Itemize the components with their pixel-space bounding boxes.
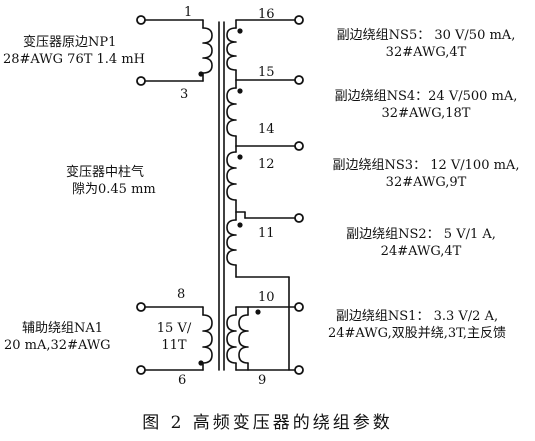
ns2-line2: 24#AWG,4T	[380, 244, 462, 259]
pin-number-12: 12	[258, 157, 275, 172]
terminal-pin-10	[294, 302, 304, 312]
pin-number-9: 9	[258, 373, 266, 388]
ns4-winding	[226, 79, 237, 147]
terminal-pin-8	[136, 302, 146, 312]
ns5-winding	[226, 19, 298, 81]
ns5-line2: 32#AWG,4T	[385, 45, 467, 60]
terminal-pin-1	[136, 15, 146, 25]
pin-number-14: 14	[258, 122, 275, 137]
pin-number-3: 3	[180, 87, 188, 102]
pin-number-8: 8	[177, 287, 185, 302]
ns2-label: 副边绕组NS2： 5 V/1 A, 24#AWG,4T	[326, 226, 516, 260]
auxiliary-spec-line1: 15 V/	[156, 321, 192, 336]
terminal-pin-16	[294, 15, 304, 25]
terminal-pin-3	[136, 76, 146, 86]
pin-number-11: 11	[258, 226, 275, 241]
air-gap-label: 变压器中柱气 隙为0.45 mm	[66, 164, 156, 198]
polarity-dot-ns5	[237, 28, 243, 34]
ns1-line1: 副边绕组NS1： 3.3 V/2 A,	[335, 309, 499, 324]
primary-label-line1: 变压器原边NP1	[23, 35, 117, 50]
pin-number-10: 10	[258, 290, 275, 305]
ns3-line1: 副边绕组NS3： 12 V/100 mA,	[332, 158, 520, 173]
terminal-pin-14	[294, 141, 304, 151]
ns1-winding	[226, 306, 298, 371]
ns1-label: 副边绕组NS1： 3.3 V/2 A, 24#AWG,双股并绕,3T,主反馈	[304, 308, 530, 342]
pin-number-15: 15	[258, 65, 275, 80]
ns2-line1: 副边绕组NS2： 5 V/1 A,	[346, 227, 496, 242]
air-gap-line1: 变压器中柱气	[66, 165, 145, 180]
ns3-winding	[226, 151, 246, 219]
pin-number-16: 16	[258, 7, 275, 22]
ns3-line2: 32#AWG,9T	[385, 175, 467, 190]
pin-number-6: 6	[178, 373, 186, 388]
terminal-pin-9	[294, 365, 304, 375]
terminal-pin-6	[136, 365, 146, 375]
auxiliary-label: 辅助绕组NA1 20 mA,32#AWG	[4, 320, 111, 354]
ns5-line1: 副边绕组NS5： 30 V/50 mA,	[336, 28, 516, 43]
auxiliary-line1: 辅助绕组NA1	[22, 321, 104, 336]
polarity-dot-ns4	[237, 88, 243, 94]
auxiliary-spec-line2: 11T	[161, 338, 187, 353]
polarity-dot-ns3	[237, 154, 243, 160]
pin-number-1: 1	[184, 5, 192, 20]
polarity-dot-primary	[198, 71, 204, 77]
auxiliary-spec: 15 V/ 11T	[148, 320, 200, 354]
ns1-line2: 24#AWG,双股并绕,3T,主反馈	[327, 326, 506, 341]
ns4-line1: 副边绕组NS4：24 V/500 mA,	[334, 89, 518, 104]
polarity-dot-ns2	[237, 222, 243, 228]
air-gap-line2: 隙为0.45 mm	[72, 182, 156, 197]
figure-caption: 图 2 高频变压器的绕组参数	[142, 413, 393, 433]
terminal-pin-12	[294, 213, 304, 223]
ns4-label: 副边绕组NS4：24 V/500 mA, 32#AWG,18T	[326, 88, 526, 122]
primary-label-line2: 28#AWG 76T 1.4 mH	[3, 52, 145, 67]
polarity-dot-auxiliary	[198, 360, 204, 366]
ns5-label: 副边绕组NS5： 30 V/50 mA, 32#AWG,4T	[326, 27, 526, 61]
ns3-label: 副边绕组NS3： 12 V/100 mA, 32#AWG,9T	[326, 157, 526, 191]
primary-label: 变压器原边NP1 28#AWG 76T 1.4 mH	[3, 34, 145, 68]
ns4-line2: 32#AWG,18T	[381, 106, 471, 121]
terminal-pin-15	[294, 75, 304, 85]
polarity-dot-ns1	[255, 309, 261, 315]
ns2-winding	[226, 211, 290, 371]
auxiliary-line2: 20 mA,32#AWG	[4, 338, 111, 353]
